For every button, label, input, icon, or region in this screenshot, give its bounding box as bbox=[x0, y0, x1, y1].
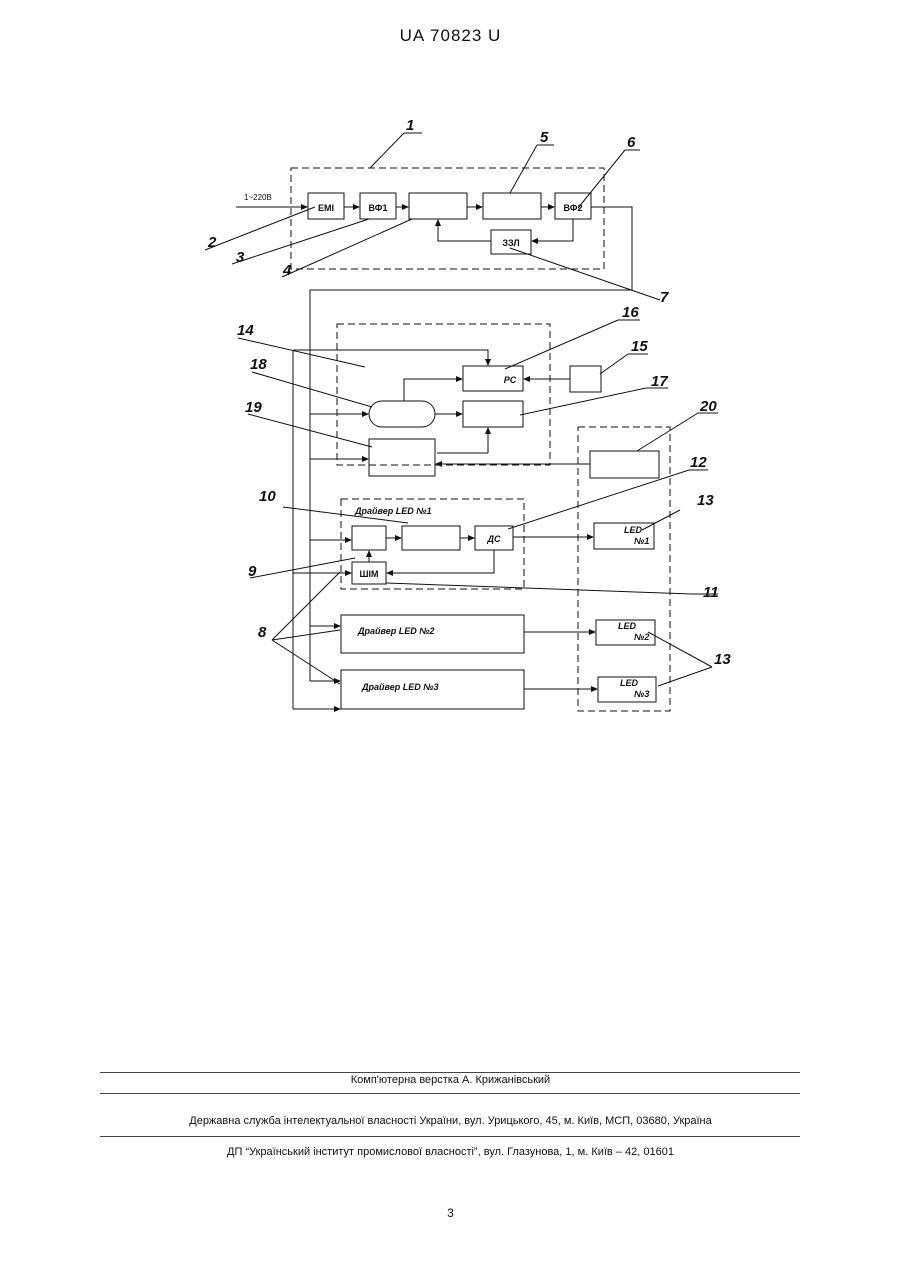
footer-rule-middle bbox=[100, 1093, 800, 1094]
callout-2: 2 bbox=[207, 234, 217, 251]
callout-11: 11 bbox=[703, 584, 719, 601]
callout-8: 8 bbox=[258, 624, 267, 641]
callout-7: 7 bbox=[660, 289, 669, 306]
callout-12: 12 bbox=[690, 454, 707, 471]
led-panel-enclosure bbox=[578, 427, 670, 711]
callout-10: 10 bbox=[259, 488, 276, 505]
led-2-line1: LED bbox=[618, 621, 637, 631]
led-1-line2: №1 bbox=[634, 536, 649, 546]
driver-3-label: Драйвер LED №3 bbox=[361, 682, 439, 692]
callout-9: 9 bbox=[248, 563, 257, 580]
driver-2-label: Драйвер LED №2 bbox=[357, 626, 435, 636]
led-2-line2: №2 bbox=[634, 632, 649, 642]
block-19 bbox=[369, 439, 435, 476]
callout-13: 13 bbox=[714, 651, 731, 668]
block-17 bbox=[463, 401, 523, 427]
converter-block-5 bbox=[483, 193, 541, 219]
callout-17: 17 bbox=[651, 373, 668, 390]
block-15 bbox=[570, 366, 601, 392]
callout-20: 20 bbox=[699, 398, 717, 415]
driver-1-stage-block bbox=[402, 526, 460, 550]
led-3-line2: №3 bbox=[634, 689, 649, 699]
callout-1: 1 bbox=[406, 117, 414, 134]
callout-16: 16 bbox=[622, 304, 639, 321]
agency-address: Державна служба інтелектуальної власност… bbox=[0, 1115, 901, 1127]
callout-14: 14 bbox=[237, 322, 254, 339]
driver-1-input-block bbox=[352, 526, 386, 550]
footer-rule-bottom bbox=[100, 1136, 800, 1137]
block-diagram: ЕМІ ВФ1 ВФ2 ЗЗЛ РС ДС ШІМ 1~220В Драйвер… bbox=[0, 0, 901, 800]
callout-18: 18 bbox=[250, 356, 267, 373]
vf1-label: ВФ1 bbox=[369, 203, 388, 213]
converter-block-4 bbox=[409, 193, 467, 219]
institute-address: ДП “Український інститут промислової вла… bbox=[0, 1146, 901, 1158]
zzl-label: ЗЗЛ bbox=[502, 238, 519, 248]
oval-block-18 bbox=[369, 401, 435, 427]
callout-19: 19 bbox=[245, 399, 262, 416]
callout-15: 15 bbox=[631, 338, 648, 355]
callout-4: 4 bbox=[282, 262, 292, 279]
layout-credit: Комп'ютерна верстка А. Крижанівський bbox=[0, 1074, 901, 1086]
led-3-line1: LED bbox=[620, 678, 639, 688]
callout-6: 6 bbox=[627, 134, 636, 151]
pwm-label: ШІМ bbox=[359, 569, 378, 579]
page-number: 3 bbox=[0, 1206, 901, 1220]
led-1-line1: LED bbox=[624, 525, 643, 535]
emi-label: ЕМІ bbox=[318, 203, 334, 213]
rs-label: РС bbox=[504, 375, 517, 385]
input-voltage-label: 1~220В bbox=[244, 193, 272, 202]
block-20 bbox=[590, 451, 659, 478]
driver-1-label: Драйвер LED №1 bbox=[354, 506, 432, 516]
ds-label: ДС bbox=[487, 534, 501, 544]
footer-rule-top bbox=[100, 1072, 800, 1073]
callout-13-top: 13 bbox=[697, 492, 714, 509]
callout-5: 5 bbox=[540, 129, 549, 146]
callout-3: 3 bbox=[236, 249, 245, 266]
vf2-label: ВФ2 bbox=[564, 203, 583, 213]
